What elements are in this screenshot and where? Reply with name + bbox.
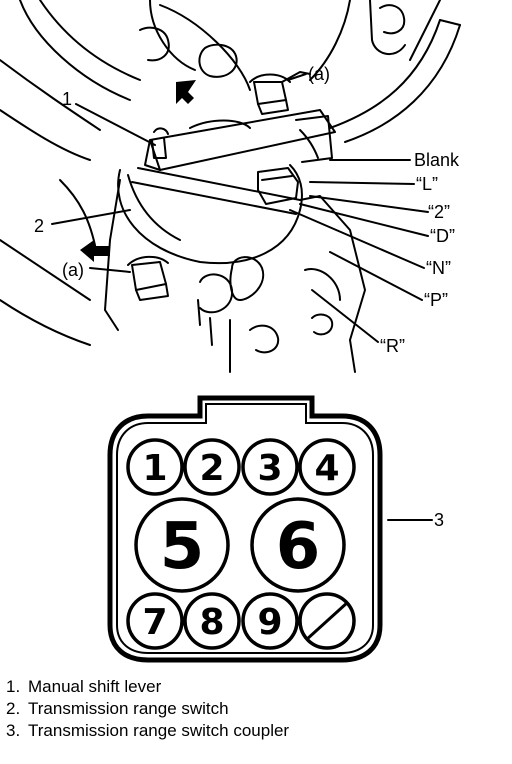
legend-number: 2. [6, 699, 21, 718]
legend-number: 3. [6, 721, 21, 740]
coupler [107, 395, 383, 663]
legend: 1. Manual shift lever 2. Transmission rang… [6, 676, 506, 742]
label-position-n: “N” [426, 258, 451, 278]
label-position-2: “2” [428, 202, 450, 222]
label-position-l: “L” [416, 174, 438, 194]
pin-9-label: 9 [257, 602, 282, 643]
pin-7-label: 7 [142, 602, 167, 643]
pin-circles [126, 438, 356, 650]
label-position-p: “P” [424, 290, 448, 310]
pin-5-label: 5 [160, 510, 205, 584]
arrow-left-icon [80, 240, 110, 262]
legend-item: 2. Transmission range switch [6, 698, 506, 720]
legend-number: 1. [6, 677, 21, 696]
label-a-left: (a) [62, 260, 84, 280]
label-2: 2 [34, 216, 44, 236]
label-position-r: “R” [380, 336, 405, 356]
label-a-top: (a) [308, 64, 330, 84]
label-position-d: “D” [430, 226, 455, 246]
legend-text: Manual shift lever [28, 677, 162, 696]
pin-4-label: 4 [314, 448, 339, 489]
label-blank: Blank [414, 150, 460, 170]
pin-1-label: 1 [142, 448, 167, 489]
legend-text: Transmission range switch [28, 699, 229, 718]
arrow-up-icon [176, 80, 196, 104]
pin-6-label: 6 [276, 510, 321, 584]
pin-8-label: 8 [199, 602, 224, 643]
legend-item: 1. Manual shift lever [6, 676, 506, 698]
legend-text: Transmission range switch coupler [28, 721, 290, 740]
pin-2-label: 2 [199, 448, 224, 489]
blank-pin-slash [304, 600, 350, 642]
transmission-illustration [0, 0, 461, 521]
label-3: 3 [434, 510, 444, 530]
legend-item: 3. Transmission range switch coupler [6, 720, 506, 742]
pin-numbers: 1 2 3 4 5 6 7 8 9 [142, 448, 339, 643]
pin-3-label: 3 [257, 448, 282, 489]
label-1: 1 [62, 89, 72, 109]
